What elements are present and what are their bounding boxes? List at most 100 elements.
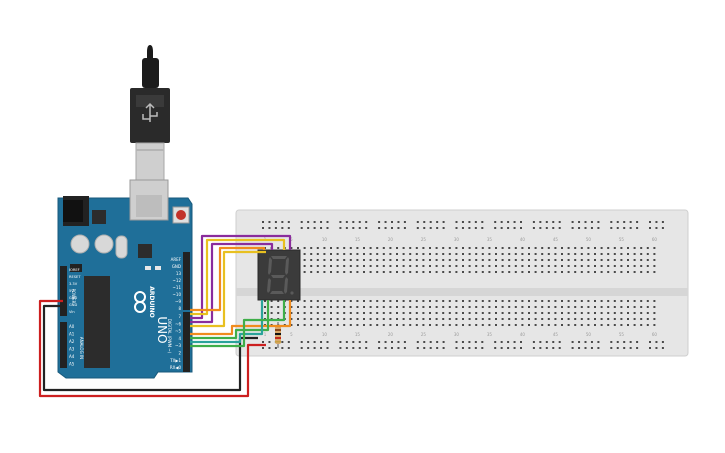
- breadboard-hole: [349, 312, 352, 314]
- breadboard-hole: [501, 312, 504, 314]
- breadboard-hole: [567, 300, 570, 302]
- breadboard-hole: [646, 306, 649, 308]
- breadboard-hole: [620, 324, 623, 326]
- breadboard-hole: [376, 318, 379, 320]
- breadboard-hole: [369, 306, 372, 308]
- arduino-board[interactable]: ARDUINO UNO DIGITAL (PWM ~) POWER ANALOG…: [57, 179, 193, 379]
- breadboard-hole: [567, 271, 570, 273]
- breadboard-hole: [310, 271, 313, 273]
- breadboard-hole: [281, 347, 284, 349]
- seven-segment-display-icon[interactable]: [257, 249, 301, 301]
- breadboard-hole: [580, 271, 583, 273]
- segment-g: [271, 275, 285, 278]
- breadboard-hole: [521, 324, 524, 326]
- breadboard-hole: [554, 306, 557, 308]
- breadboard-hole: [262, 221, 264, 223]
- breadboard-hole: [633, 259, 636, 261]
- breadboard-hole: [422, 265, 425, 267]
- breadboard-hole: [409, 271, 412, 273]
- usb-cable-icon[interactable]: [130, 45, 170, 184]
- wire-top-purple[interactable]: [190, 234, 292, 320]
- breadboard-hole: [620, 259, 623, 261]
- breadboard-hole: [365, 341, 368, 343]
- breadboard-hole: [409, 324, 412, 326]
- breadboard-hole: [494, 227, 497, 229]
- breadboard-hole: [521, 271, 524, 273]
- breadboard-hole: [558, 227, 561, 229]
- breadboard-hole: [554, 300, 557, 302]
- breadboard-hole: [561, 271, 563, 273]
- breadboard-hole: [310, 318, 313, 320]
- breadboard-hole: [300, 221, 303, 223]
- breadboard-hole: [307, 341, 310, 343]
- breadboard-hole: [508, 259, 511, 261]
- breadboard-hole: [281, 227, 284, 229]
- wire-bottom-teal[interactable]: [190, 300, 264, 344]
- breadboard-hole: [541, 247, 544, 249]
- breadboard-hole: [627, 318, 629, 320]
- breadboard-hole: [382, 318, 385, 320]
- breadboard-hole: [580, 306, 583, 308]
- breadboard-hole: [429, 318, 431, 320]
- breadboard-hole: [574, 324, 577, 326]
- breadboard-hole: [481, 221, 484, 223]
- breadboard-hole: [310, 300, 313, 302]
- breadboard-hole: [520, 341, 522, 343]
- breadboard-hole: [455, 247, 458, 249]
- breadboard-hole: [409, 265, 412, 267]
- breadboard-hole: [607, 324, 610, 326]
- breadboard-hole: [345, 221, 348, 223]
- wire-top-yellow-2[interactable]: [190, 250, 266, 328]
- breadboard-hole: [561, 318, 563, 320]
- breadboard-hole: [389, 265, 392, 267]
- wire-top-purple-2[interactable]: [190, 242, 274, 324]
- breadboard-hole: [389, 259, 392, 261]
- wire-top-yellow-1[interactable]: [190, 238, 286, 316]
- digital-pin-label: ~3: [175, 343, 181, 348]
- breadboard-hole: [356, 265, 359, 267]
- wire-5v-red[interactable]: [38, 299, 266, 398]
- breadboard-center-channel: [236, 288, 688, 296]
- breadboard[interactable]: 1155101015152020252530303535404045455050…: [235, 209, 689, 357]
- breadboard-hole: [620, 318, 623, 320]
- breadboard-hole: [521, 265, 524, 267]
- breadboard-column-number: 50: [586, 332, 592, 337]
- breadboard-hole: [435, 312, 438, 314]
- breadboard-hole: [339, 341, 342, 343]
- breadboard-hole: [578, 341, 581, 343]
- breadboard-hole: [402, 247, 405, 249]
- breadboard-hole: [429, 221, 432, 223]
- breadboard-hole: [409, 253, 412, 255]
- breadboard-hole: [336, 247, 339, 249]
- breadboard-hole: [391, 221, 393, 223]
- breadboard-hole: [277, 306, 280, 308]
- breadboard-hole: [468, 300, 471, 302]
- breadboard-hole: [649, 347, 651, 349]
- breadboard-hole: [290, 324, 293, 326]
- breadboard-hole: [600, 324, 603, 326]
- breadboard-hole: [488, 253, 491, 255]
- breadboard-hole: [391, 341, 393, 343]
- breadboard-hole: [620, 312, 623, 314]
- wire-bottom-green-2[interactable]: [190, 300, 286, 348]
- breadboard-hole: [281, 221, 284, 223]
- breadboard-hole: [653, 306, 656, 308]
- breadboard-hole: [365, 221, 368, 223]
- breadboard-hole: [423, 221, 426, 223]
- breadboard-hole: [313, 347, 316, 349]
- breadboard-hole: [382, 324, 385, 326]
- display-segments: [267, 256, 294, 295]
- breadboard-hole: [262, 347, 264, 349]
- breadboard-hole: [435, 324, 438, 326]
- breadboard-hole: [468, 253, 471, 255]
- breadboard-hole: [303, 306, 306, 308]
- breadboard-hole: [461, 341, 464, 343]
- wire-bottom-orange[interactable]: [190, 300, 292, 336]
- digital-pin-label: ~5: [175, 329, 181, 334]
- wire-top-orange[interactable]: [190, 246, 266, 312]
- breadboard-hole: [307, 227, 310, 229]
- breadboard-hole: [474, 341, 477, 343]
- breadboard-hole: [262, 227, 264, 229]
- breadboard-hole: [358, 227, 361, 229]
- breadboard-hole: [264, 300, 266, 302]
